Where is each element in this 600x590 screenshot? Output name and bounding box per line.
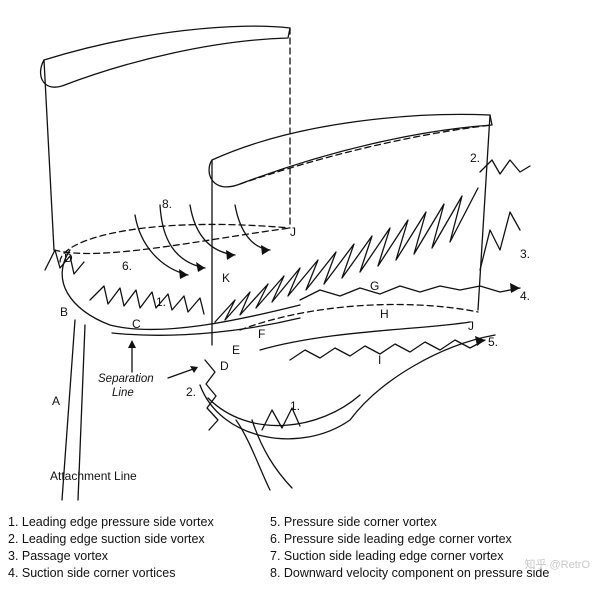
passage-vortex-large-coil bbox=[479, 211, 521, 271]
label-6: 6. bbox=[122, 259, 132, 273]
legend-right-column: 5. Pressure side corner vortex 6. Pressu… bbox=[270, 514, 590, 582]
separation-line-pointer-2 bbox=[167, 367, 197, 379]
label-1-left: 1. bbox=[156, 295, 166, 309]
legend-left-column: 1. Leading edge pressure side vortex 2. … bbox=[8, 514, 270, 582]
downward-velocity-arrows bbox=[134, 204, 271, 276]
label-D-left: D bbox=[64, 251, 73, 265]
label-2-bottom: 2. bbox=[186, 385, 196, 399]
label-I: I bbox=[378, 353, 381, 367]
label-8: 8. bbox=[162, 197, 172, 211]
legend: 1. Leading edge pressure side vortex 2. … bbox=[8, 514, 592, 582]
endwall-flow bbox=[59, 223, 496, 501]
back-blade bbox=[39, 25, 291, 255]
attachment-line-label: Attachment Line bbox=[50, 469, 137, 483]
legend-item-1: 1. Leading edge pressure side vortex bbox=[8, 515, 214, 529]
label-2-top: 2. bbox=[470, 151, 480, 165]
upper-exit-coil bbox=[479, 159, 531, 175]
legend-item-2: 2. Leading edge suction side vortex bbox=[8, 532, 205, 546]
suction-side-corner-vortex-coil bbox=[299, 285, 521, 301]
corner-coil-left bbox=[44, 249, 85, 275]
passage-vortex-coil bbox=[214, 187, 479, 323]
label-F: F bbox=[258, 327, 265, 341]
vortex-coils bbox=[44, 159, 531, 431]
label-3: 3. bbox=[520, 247, 530, 261]
label-D-right: D bbox=[220, 359, 229, 373]
label-4: 4. bbox=[520, 289, 530, 303]
label-A: A bbox=[52, 394, 60, 408]
label-K: K bbox=[222, 271, 230, 285]
label-J-bottom: J bbox=[468, 319, 474, 333]
legend-item-6: 6. Pressure side leading edge corner vor… bbox=[270, 532, 512, 546]
front-blade bbox=[208, 113, 493, 346]
leading-edge-suction-side-vortex-coil bbox=[204, 359, 219, 431]
label-5: 5. bbox=[488, 335, 498, 349]
label-E: E bbox=[232, 343, 240, 357]
leading-edge-pressure-side-vortex-coil bbox=[89, 285, 205, 315]
lower-exit-coil bbox=[261, 407, 301, 431]
separation-line-label-1: Separation bbox=[98, 373, 154, 385]
arrow-heads bbox=[128, 245, 520, 373]
label-J-top: J bbox=[290, 225, 296, 239]
separation-line-label-2: Line bbox=[112, 387, 134, 399]
label-1-bottom: 1. bbox=[290, 399, 300, 413]
legend-item-7: 7. Suction side leading edge corner vort… bbox=[270, 549, 504, 563]
cascade-vortex-diagram: A B C D D E F G H I J J K 1. 1. 2. 2. 3.… bbox=[39, 25, 531, 501]
legend-item-3: 3. Passage vortex bbox=[8, 549, 109, 563]
diagram-labels: A B C D D E F G H I J J K 1. 1. 2. 2. 3.… bbox=[50, 151, 530, 483]
label-B: B bbox=[60, 305, 68, 319]
legend-item-8: 8. Downward velocity component on pressu… bbox=[270, 566, 550, 580]
pressure-side-corner-vortex-coil bbox=[289, 339, 486, 361]
label-G: G bbox=[370, 279, 379, 293]
legend-item-5: 5. Pressure side corner vortex bbox=[270, 515, 437, 529]
watermark: 知乎 @RetrO bbox=[524, 559, 590, 571]
legend-item-4: 4. Suction side corner vortices bbox=[8, 566, 176, 580]
label-H: H bbox=[380, 307, 389, 321]
label-C: C bbox=[132, 317, 141, 331]
